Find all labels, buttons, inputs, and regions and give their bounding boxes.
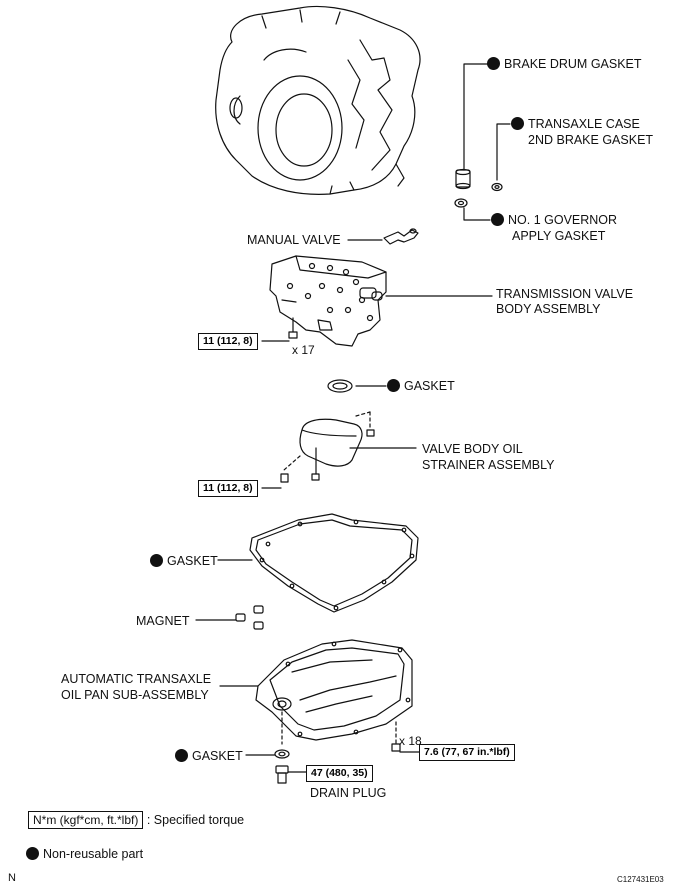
strainer-line2: STRAINER ASSEMBLY <box>422 458 555 472</box>
strainer-torque: 11 (112, 8) <box>198 480 258 497</box>
oil-pan-line1: AUTOMATIC TRANSAXLE <box>61 672 212 686</box>
legend-torque-text: : Specified torque <box>146 813 245 827</box>
transaxle-case-line1: TRANSAXLE CASE <box>528 117 640 131</box>
gasket-upper-text: GASKET <box>404 379 455 393</box>
valve-body-bolt-count: x 17 <box>292 343 315 357</box>
valve-body-bolt <box>261 317 298 342</box>
valve-body-line1: TRANSMISSION VALVE <box>496 287 634 301</box>
legend-nonreusable-text: Non-reusable part <box>43 847 144 861</box>
non-reusable-marker <box>511 117 524 130</box>
brake-drum-gasket-part <box>455 168 471 190</box>
drain-plug-part <box>245 749 307 784</box>
oil-pan-torque: 7.6 (77, 67 in.*lbf) <box>419 744 515 761</box>
non-reusable-marker <box>487 57 500 70</box>
gasket-ring-part <box>327 379 387 393</box>
brake-drum-gasket-label: BRAKE DRUM GASKET <box>487 56 642 72</box>
magnet-label: MAGNET <box>136 614 190 628</box>
pan-gasket-part <box>217 513 419 613</box>
second-brake-gasket-part <box>491 182 503 192</box>
legend-torque-unit: N*m (kgf*cm, ft.*lbf) <box>28 811 144 829</box>
governor-line2: APPLY GASKET <box>512 229 606 243</box>
transaxle-case-gasket-label: TRANSAXLE CASE <box>511 116 640 132</box>
non-reusable-marker <box>491 213 504 226</box>
transaxle-case-line2: 2ND BRAKE GASKET <box>528 133 654 147</box>
drain-plug-label: DRAIN PLUG <box>310 786 387 800</box>
legend-nonreusable: Non-reusable part <box>26 846 143 862</box>
pan-gasket-text: GASKET <box>167 554 218 568</box>
top-right-leaders <box>463 63 511 221</box>
governor-gasket-label: NO. 1 GOVERNOR <box>491 212 617 228</box>
oil-pan-line2: OIL PAN SUB-ASSEMBLY <box>61 688 209 702</box>
oil-pan-bolt-count: x 18 <box>399 734 422 748</box>
magnet-parts <box>195 605 264 630</box>
valve-body-torque: 11 (112, 8) <box>198 333 258 350</box>
valve-body-part <box>269 255 493 347</box>
transaxle-case-illustration <box>215 5 421 195</box>
brake-drum-gasket-text: BRAKE DRUM GASKET <box>504 57 642 71</box>
drain-plug-torque: 47 (480, 35) <box>306 765 373 782</box>
manual-valve-label: MANUAL VALVE <box>247 233 341 247</box>
valve-body-line2: BODY ASSEMBLY <box>496 302 601 316</box>
oil-pan-part <box>219 639 425 753</box>
drain-gasket-text: GASKET <box>192 749 243 763</box>
manual-valve-part <box>347 228 419 245</box>
drain-gasket-label: GASKET <box>175 748 243 764</box>
non-reusable-legend-marker <box>26 847 39 860</box>
non-reusable-marker <box>175 749 188 762</box>
legend-torque: N*m (kgf*cm, ft.*lbf) : Specified torque <box>28 811 245 829</box>
non-reusable-marker <box>387 379 400 392</box>
non-reusable-marker <box>150 554 163 567</box>
oil-strainer-part <box>261 411 417 489</box>
figure-code: C127431E03 <box>617 875 664 884</box>
strainer-line1: VALVE BODY OIL <box>422 442 523 456</box>
gasket-upper-label: GASKET <box>387 378 455 394</box>
governor-gasket-part <box>454 198 468 208</box>
corner-letter: N <box>8 872 16 884</box>
governor-line1: NO. 1 GOVERNOR <box>508 213 618 227</box>
pan-gasket-label: GASKET <box>150 553 218 569</box>
